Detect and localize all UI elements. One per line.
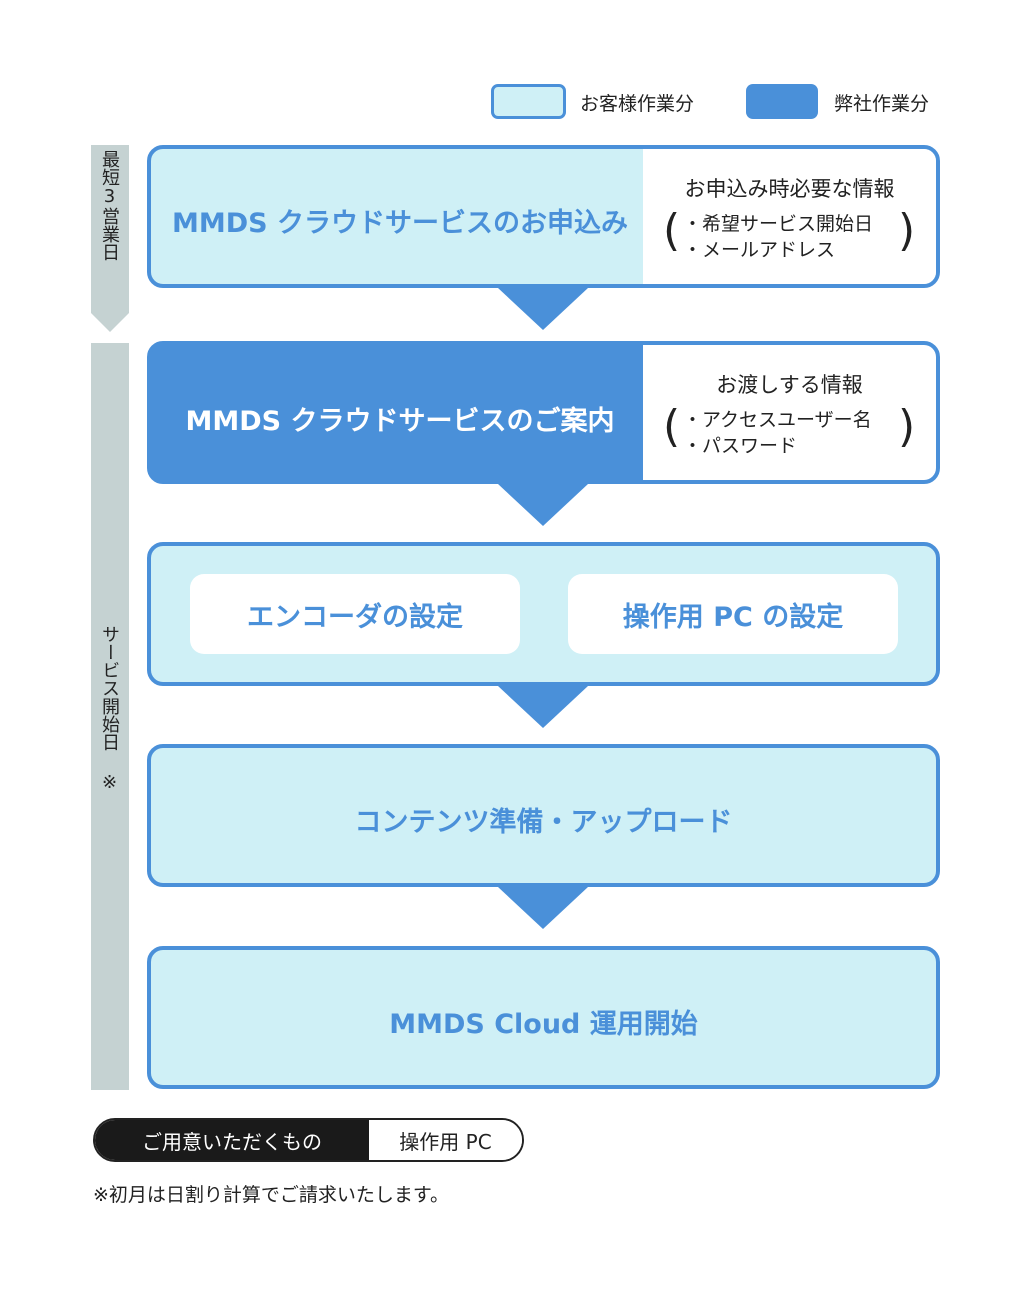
flow-arrow bbox=[498, 686, 588, 728]
step-content-upload: コンテンツ準備・アップロード bbox=[147, 744, 940, 887]
legend-customer-label: お客様作業分 bbox=[580, 93, 695, 115]
step-guidance: MMDS クラウドサービスのご案内 お渡しする情報 ( ・アクセスユーザー名 ・… bbox=[147, 341, 940, 484]
info-item: ・パスワード bbox=[683, 435, 798, 457]
step-application: MMDS クラウドサービスのお申込み お申込み時必要な情報 ( ・希望サービス開… bbox=[147, 145, 940, 288]
info-open-paren: ( bbox=[663, 401, 681, 452]
info-close-paren: ) bbox=[898, 401, 916, 452]
step-guidance-info: お渡しする情報 ( ・アクセスユーザー名 ・パスワード ) bbox=[643, 345, 936, 480]
step-operation-start: MMDS Cloud 運用開始 bbox=[147, 946, 940, 1089]
info-item: ・メールアドレス bbox=[683, 239, 836, 261]
requirements-badge: ご用意いただくもの 操作用 PC bbox=[93, 1118, 524, 1162]
flow-arrow bbox=[498, 887, 588, 929]
requirements-value: 操作用 PC bbox=[369, 1120, 522, 1160]
step-content-upload-title: コンテンツ準備・アップロード bbox=[354, 807, 733, 838]
requirements-label: ご用意いただくもの bbox=[95, 1120, 369, 1160]
info-item: ・アクセスユーザー名 bbox=[683, 409, 872, 431]
legend-company-swatch bbox=[746, 84, 818, 119]
info-open-paren: ( bbox=[663, 205, 681, 256]
info-close-paren: ) bbox=[898, 205, 916, 256]
info-head: お渡しする情報 bbox=[716, 373, 863, 397]
step-operation-start-title: MMDS Cloud 運用開始 bbox=[389, 1009, 698, 1040]
legend-customer-swatch bbox=[491, 84, 566, 119]
step-guidance-title: MMDS クラウドサービスのご案内 bbox=[185, 406, 615, 437]
side-label-first: 最短3営業日 bbox=[99, 150, 120, 261]
info-head: お申込み時必要な情報 bbox=[684, 177, 895, 201]
side-bar-second bbox=[91, 343, 129, 1090]
side-label-second: サービス開始日 ※ bbox=[99, 625, 120, 793]
footnote: ※初月は日割り計算でご請求いたします。 bbox=[93, 1184, 450, 1206]
encoder-setup-card: エンコーダの設定 bbox=[190, 574, 520, 654]
flow-arrow bbox=[498, 288, 588, 330]
step-application-info: お申込み時必要な情報 ( ・希望サービス開始日 ・メールアドレス ) bbox=[643, 149, 936, 284]
step-application-title: MMDS クラウドサービスのお申込み bbox=[172, 208, 628, 239]
legend-company-label: 弊社作業分 bbox=[834, 93, 930, 115]
step-setup: エンコーダの設定 操作用 PC の設定 bbox=[147, 542, 940, 686]
info-item: ・希望サービス開始日 bbox=[683, 213, 874, 235]
side-bar-first bbox=[91, 145, 129, 332]
flow-arrow bbox=[498, 484, 588, 526]
pc-setup-card: 操作用 PC の設定 bbox=[568, 574, 898, 654]
